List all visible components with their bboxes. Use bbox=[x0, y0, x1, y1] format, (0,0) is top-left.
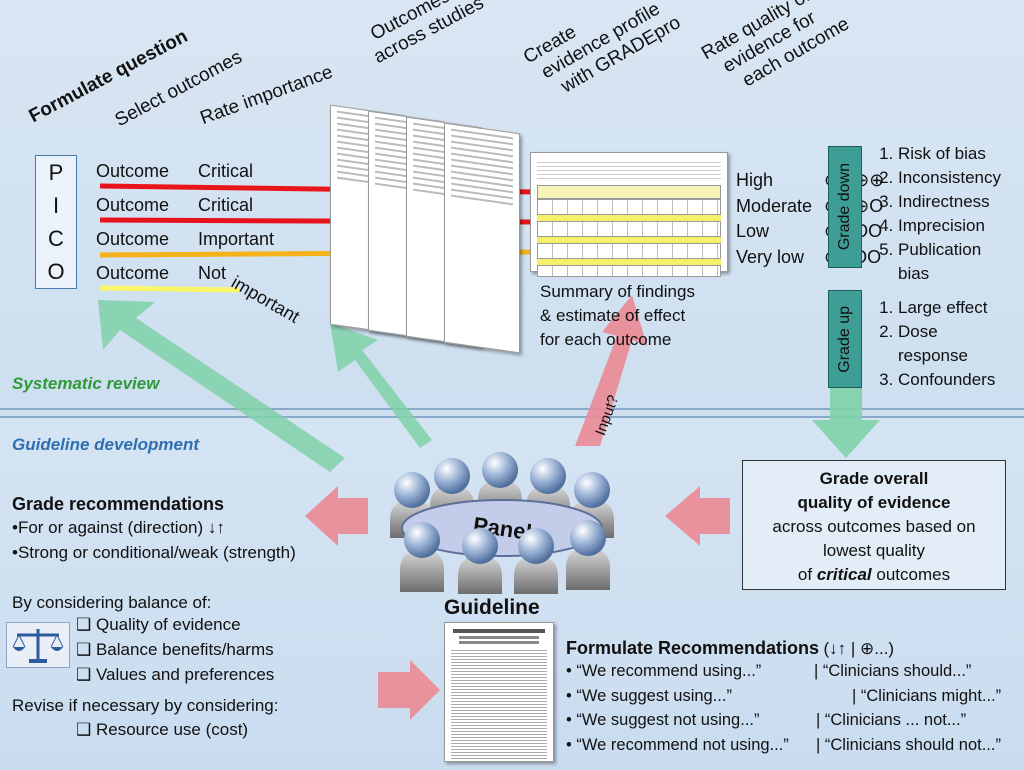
overall-line4: lowest quality bbox=[822, 541, 926, 560]
summary-of-findings: Summary of findings & estimate of effect… bbox=[540, 280, 695, 352]
checkbox-icon: ❑ bbox=[76, 615, 96, 634]
evidence-profile-table bbox=[530, 152, 728, 277]
revise-item: ❑ Resource use (cost) bbox=[76, 720, 249, 739]
quality-level-low: Low⊕⊕OO bbox=[736, 221, 882, 241]
grade-down-item: Indirectness bbox=[898, 190, 1001, 214]
balance-item: ❑ Balance benefits/harms bbox=[76, 640, 274, 659]
systematic-review-label: Systematic review bbox=[12, 374, 160, 393]
grade-up-label: Grade up bbox=[836, 305, 853, 373]
summary-line1: Summary of findings bbox=[540, 282, 695, 301]
pico-o: O bbox=[47, 258, 65, 284]
quality-level-very-low: Very low⊕OOO bbox=[736, 246, 881, 267]
grade-down-item: Publication bias bbox=[898, 238, 994, 286]
balance-item: ❑ Quality of evidence bbox=[76, 615, 241, 634]
outcome-line-4 bbox=[99, 285, 241, 293]
balance-scale-icon bbox=[6, 622, 70, 668]
checkbox-icon: ❑ bbox=[76, 640, 96, 659]
study-page-4 bbox=[444, 122, 520, 354]
summary-line2: & estimate of effect bbox=[540, 306, 686, 325]
grade-recs-item1: •For or against (direction) ↓↑ bbox=[12, 518, 225, 537]
outcome-importance-4: Not bbox=[198, 263, 227, 283]
balance-title: By considering balance of: bbox=[12, 593, 212, 612]
pico-p: P bbox=[48, 159, 64, 185]
panel-group: Panel bbox=[390, 452, 614, 594]
grade-down-label: Grade down bbox=[836, 163, 853, 251]
summary-line3: for each outcome bbox=[540, 330, 672, 349]
guideline-label: Guideline bbox=[444, 596, 540, 619]
grade-overall-box: Grade overall quality of evidence across… bbox=[742, 460, 1006, 590]
grade-recommendations: Grade recommendations •For or against (d… bbox=[12, 494, 352, 565]
grade-down-item: Imprecision bbox=[898, 214, 1001, 238]
green-arrow-down bbox=[812, 386, 880, 458]
pico-c: C bbox=[48, 225, 64, 251]
grade-down-item: Inconsistency bbox=[898, 166, 1001, 190]
formulate-recs-heading: Formulate Recommendations (↓↑ | ⊕...) bbox=[566, 638, 1022, 659]
pico-i: I bbox=[52, 192, 60, 218]
checkbox-icon: ❑ bbox=[76, 665, 96, 684]
grade-down-box: Grade down bbox=[828, 146, 862, 268]
formulate-recs-title: Formulate Recommendations bbox=[566, 638, 820, 658]
pink-arrow-input bbox=[575, 295, 647, 446]
grade-recs-title: Grade recommendations bbox=[12, 494, 225, 514]
formulate-recs-rows: • “We recommend using...” | “Clinicians … bbox=[566, 659, 1022, 759]
pink-arrow-to-guideline bbox=[378, 660, 440, 720]
grade-down-item: Risk of bias bbox=[898, 142, 1001, 166]
formulate-recommendations: Formulate Recommendations (↓↑ | ⊕...) • … bbox=[566, 638, 1022, 759]
quality-level-moderate: Moderate⊕⊕⊕O bbox=[736, 195, 883, 216]
balance-list: ❑ Quality of evidence ❑ Balance benefits… bbox=[76, 612, 274, 687]
grade-recs-item2: •Strong or conditional/weak (strength) bbox=[12, 543, 296, 562]
formulate-recs-suffix: (↓↑ | ⊕...) bbox=[823, 639, 895, 658]
outcome-label-2: Outcome bbox=[96, 195, 170, 215]
outcome-importance-2: Critical bbox=[198, 195, 254, 215]
pink-arrow-panel-to-grade bbox=[305, 486, 368, 546]
outcome-label-4: Outcome bbox=[96, 263, 170, 283]
outcome-label-1: Outcome bbox=[96, 161, 170, 181]
green-arrow-middle bbox=[330, 323, 432, 448]
rec-row-right: | “Clinicians might...” bbox=[852, 686, 1002, 705]
grade-down-list: Risk of bias Inconsistency Indirectness … bbox=[872, 142, 1001, 286]
outcome-label-3: Outcome bbox=[96, 229, 170, 249]
pico-box: P I C O bbox=[35, 155, 77, 289]
grade-up-box: Grade up bbox=[828, 290, 862, 388]
outcome-importance-1: Critical bbox=[198, 161, 254, 181]
rec-row-left: • “We suggest using...” bbox=[566, 686, 732, 705]
green-arrow-left bbox=[98, 300, 345, 472]
rec-row-right: | “Clinicians ... not...” bbox=[816, 711, 967, 729]
overall-line3: across outcomes based on bbox=[772, 517, 976, 536]
rec-row-left: • “We suggest not using...” bbox=[566, 711, 760, 729]
revise-title: Revise if necessary by considering: bbox=[12, 696, 279, 715]
grade-up-item: Dose response bbox=[898, 320, 988, 368]
guideline-development-label: Guideline development bbox=[12, 435, 200, 454]
pink-arrow-overall-to-panel bbox=[665, 486, 730, 546]
grade-up-item: Large effect bbox=[898, 296, 995, 320]
quality-level-high: High⊕⊕⊕⊕ bbox=[736, 170, 884, 190]
checkbox-icon: ❑ bbox=[76, 720, 96, 739]
quality-levels: High⊕⊕⊕⊕ Moderate⊕⊕⊕O Low⊕⊕OO Very low⊕O… bbox=[736, 168, 884, 270]
guideline-document bbox=[444, 622, 554, 762]
rec-row-left: • “We recommend using...” bbox=[566, 662, 762, 680]
grade-up-item: Confounders bbox=[898, 368, 995, 392]
balance-item: ❑ Values and preferences bbox=[76, 665, 275, 684]
rec-row-left: • “We recommend not using...” bbox=[566, 735, 789, 754]
outcome-importance-3: Important bbox=[198, 229, 275, 249]
overall-line2: quality of evidence bbox=[797, 493, 951, 512]
overall-line5: of critical outcomes bbox=[797, 565, 951, 584]
grade-up-list: Large effect Dose response Confounders bbox=[872, 296, 995, 392]
overall-line1: Grade overall bbox=[819, 469, 929, 488]
panel-people-front bbox=[400, 520, 610, 594]
rec-row-right: | “Clinicians should...” bbox=[814, 662, 972, 680]
rec-row-right: | “Clinicians should not...” bbox=[816, 735, 1001, 754]
